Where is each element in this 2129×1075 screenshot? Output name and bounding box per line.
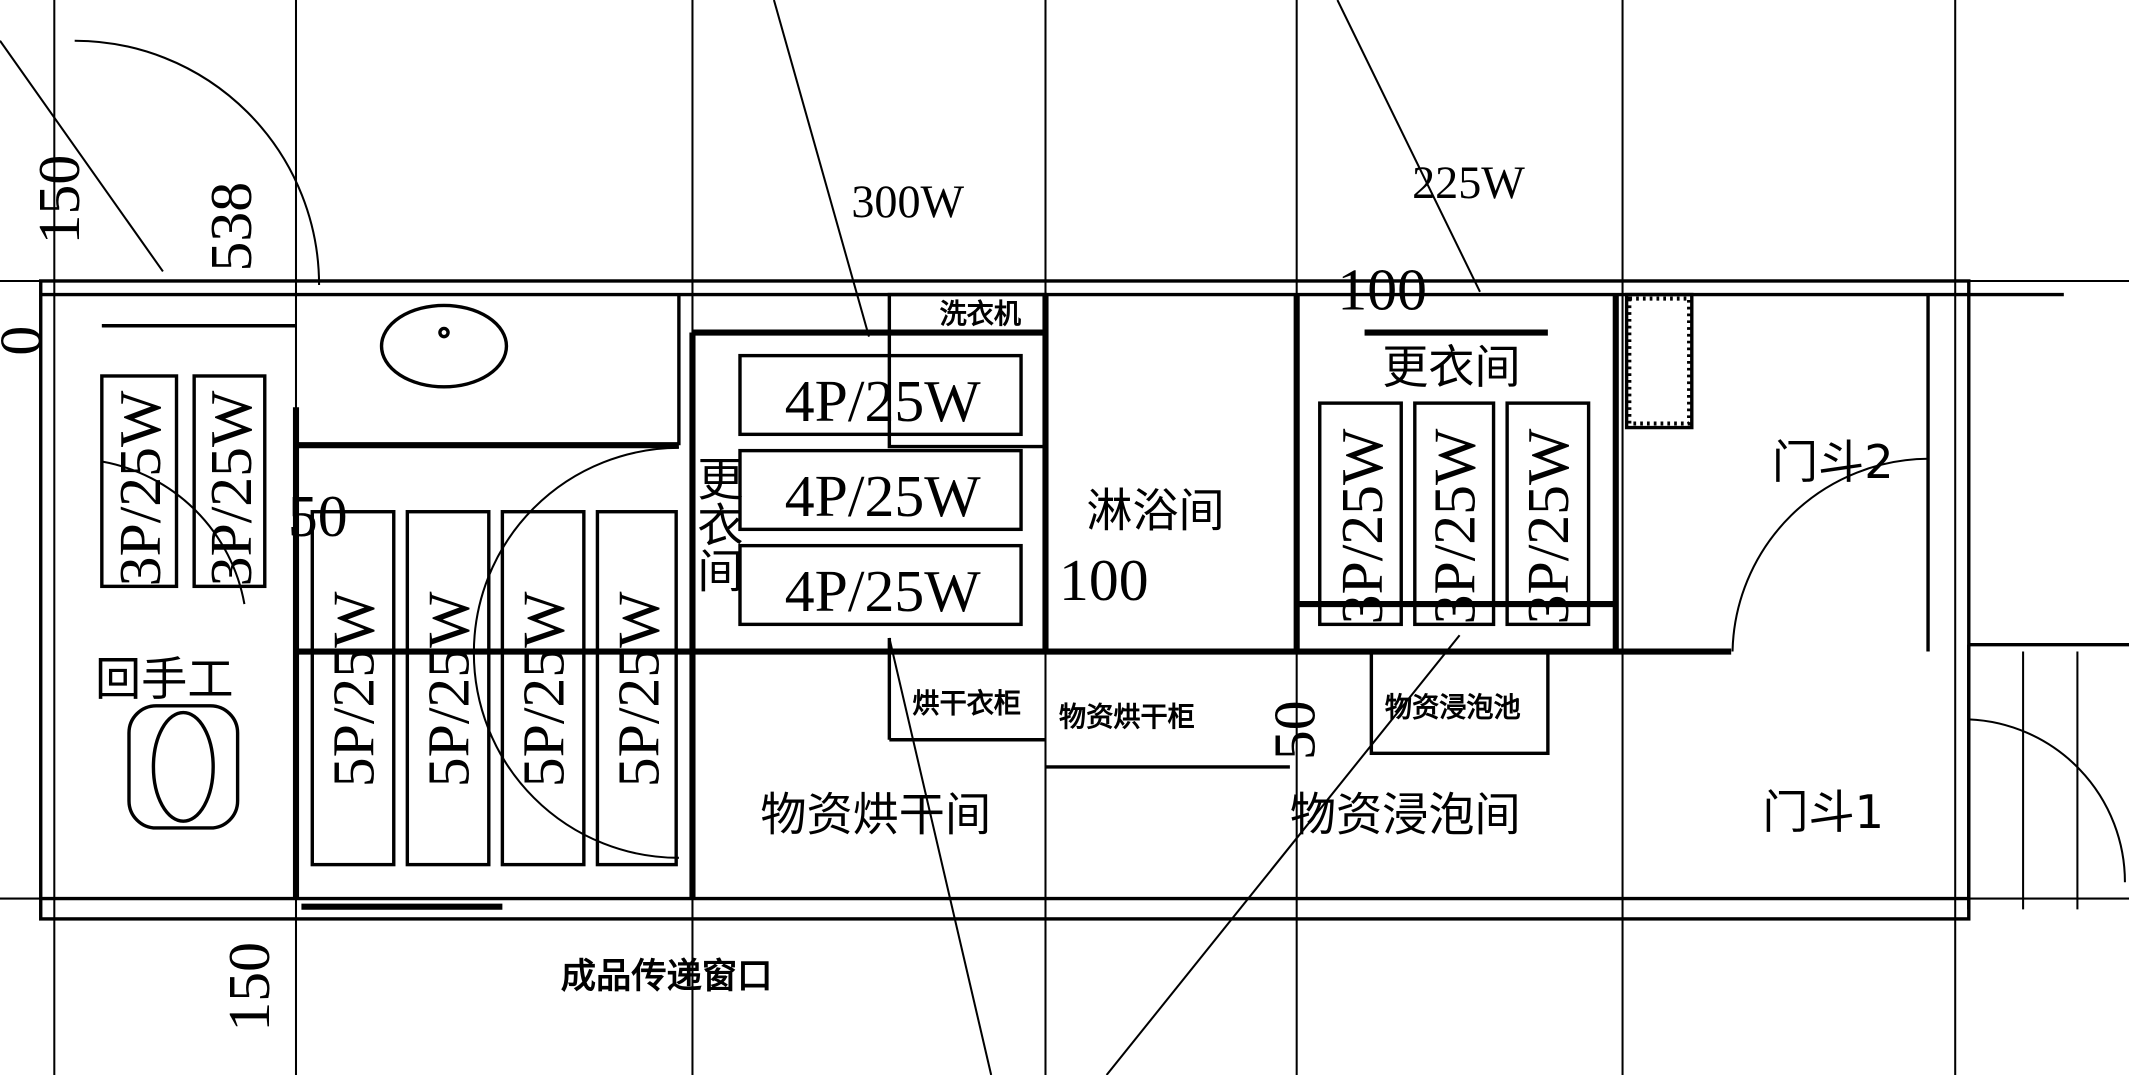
material-drying-cabinet-label: 物资烘干柜 <box>1059 702 1195 733</box>
dim-100: 100 <box>1337 256 1427 322</box>
locker-label: 3P/25W <box>198 390 264 586</box>
dim-0: 0 <box>0 326 54 356</box>
locker-label: 5P/25W <box>320 591 386 787</box>
locker-label: 3P/25W <box>1515 428 1581 624</box>
squat-toilet-icon <box>127 704 240 830</box>
dim-50: 50 <box>288 483 348 549</box>
room-changing-1: 更衣间 <box>690 455 744 593</box>
sink-icon <box>379 303 509 389</box>
dim-50: 50 <box>1261 700 1327 760</box>
locker-label: 3P/25W <box>107 390 173 586</box>
dim-538: 538 <box>198 182 264 272</box>
room-material-drying: 物资烘干间 <box>760 788 991 842</box>
room-vestibule-2: 门斗2 <box>1772 435 1894 489</box>
dim-150: 150 <box>216 942 282 1032</box>
power-300w: 300W <box>851 176 964 227</box>
washing-machine-label: 洗衣机 <box>940 298 1022 330</box>
dim-100: 100 <box>1059 547 1149 613</box>
power-225w: 225W <box>1412 157 1525 208</box>
lockers <box>100 353 1591 867</box>
walls <box>39 279 2129 921</box>
delivery-window-label: 成品传递窗口 <box>561 956 773 997</box>
locker-label: 5P/25W <box>510 591 576 787</box>
room-changing-2: 更衣间 <box>1382 340 1520 394</box>
room-material-soaking: 物资浸泡间 <box>1290 788 1521 842</box>
clothes-drying-cabinet-label: 烘干衣柜 <box>912 688 1021 720</box>
locker-label: 3P/25W <box>1329 428 1395 624</box>
room-vestibule-1: 门斗1 <box>1762 785 1884 839</box>
locker-label: 5P/25W <box>606 591 672 787</box>
locker-label: 4P/25W <box>785 463 981 529</box>
dimension-labels: 150 538 0 300W 225W 100 50 100 50 150 <box>0 155 1525 1032</box>
locker-label: 3P/25W <box>1422 428 1488 624</box>
room-shower: 淋浴间 <box>1086 484 1224 538</box>
locker-label: 4P/25W <box>785 368 981 434</box>
locker-label: 5P/25W <box>415 591 481 787</box>
room-toilet: 回手工 <box>95 652 233 706</box>
locker-labels: 3P/25W 3P/25W 5P/25W 5P/25W 5P/25W 5P/25… <box>107 368 1581 787</box>
room-labels: 回手工 更衣间 洗衣机 淋浴间 更衣间 门斗2 门斗1 烘干衣柜 物资烘干柜 物… <box>95 298 1894 997</box>
soaking-fill <box>1627 296 1692 426</box>
dim-150: 150 <box>26 155 92 245</box>
locker-label: 4P/25W <box>785 558 981 624</box>
material-soaking-pool-label: 物资浸泡池 <box>1385 692 1521 724</box>
